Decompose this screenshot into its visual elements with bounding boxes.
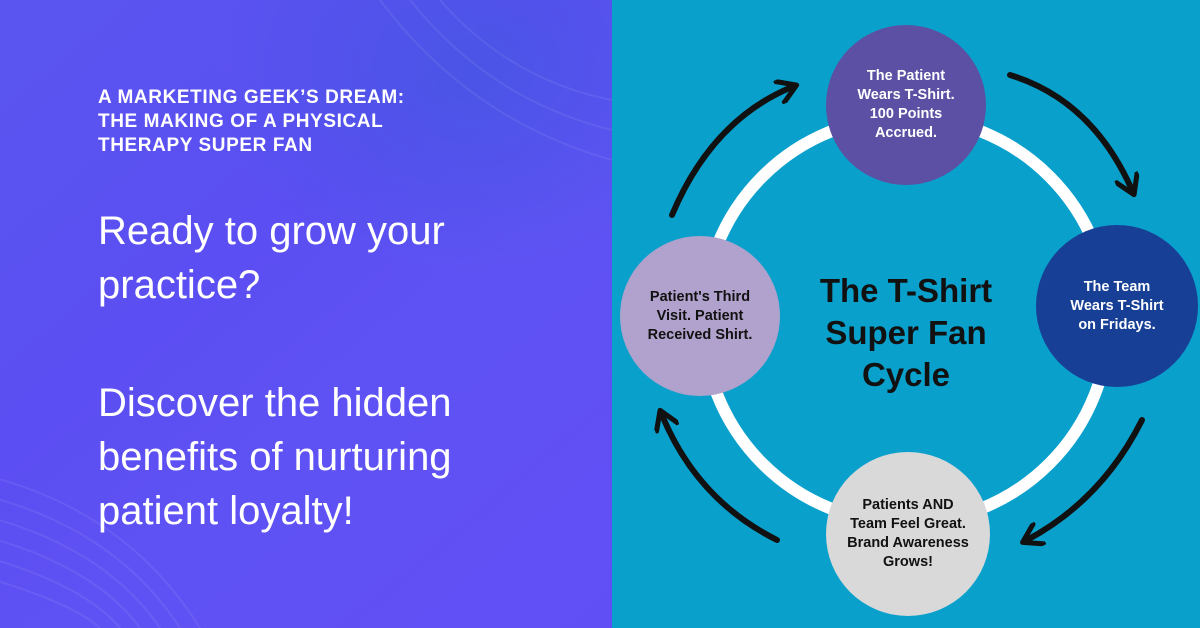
node-text-line: Received Shirt. <box>647 326 753 343</box>
node-text-line: Grows! <box>883 554 933 570</box>
eyebrow-line: A MARKETING GEEK’S DREAM: <box>98 87 405 108</box>
cycle-node-feel-great: Patients AND Team Feel Great. Brand Awar… <box>826 452 990 616</box>
cycle-title-line: The T-Shirt <box>819 272 993 309</box>
node-text-line: Patient's Third <box>649 288 751 305</box>
curved-arrow-icon <box>662 415 780 543</box>
cycle-diagram: The Patient Wears T-Shirt. 100 Points Ac… <box>612 0 1200 628</box>
cycle-title: The T-Shirt Super Fan Cycle <box>792 270 1020 396</box>
cycle-node-patient-wears-shirt: The Patient Wears T-Shirt. 100 Points Ac… <box>826 25 986 185</box>
node-text-line: on Fridays. <box>1078 316 1156 333</box>
promo-panel: A MARKETING GEEK’S DREAM: THE MAKING OF … <box>0 0 612 628</box>
cycle-title-line: Cycle <box>861 356 951 393</box>
node-text-line: Brand Awareness <box>847 535 969 551</box>
node-text-line: Patients AND <box>862 497 954 513</box>
node-text-line: 100 Points <box>869 106 943 122</box>
decorative-wave-lines <box>0 0 612 628</box>
cycle-node-team-wears-shirt: The Team Wears T-Shirt on Fridays. <box>1036 225 1198 387</box>
node-text-line: The Team <box>1083 278 1151 295</box>
background-glow <box>212 0 612 280</box>
node-text-line: The Patient <box>866 68 946 84</box>
curved-arrow-icon <box>1027 417 1145 540</box>
headline: Ready to grow your practice? <box>98 209 445 307</box>
cycle-node-third-visit: Patient's Third Visit. Patient Received … <box>620 236 780 396</box>
eyebrow-line: THERAPY SUPER FAN <box>98 135 313 156</box>
curved-arrow-icon <box>669 87 792 218</box>
node-text-line: Wears T-Shirt <box>1070 297 1164 314</box>
eyebrow-line: THE MAKING OF A PHYSICAL <box>98 111 384 132</box>
node-text-line: Team Feel Great. <box>850 516 966 532</box>
node-text-line: Wears T-Shirt. <box>857 87 955 103</box>
node-text-line: Visit. Patient <box>656 307 744 324</box>
curved-arrow-icon <box>1007 72 1132 190</box>
node-text-line: Accrued. <box>874 125 938 141</box>
body-copy: Discover the hidden benefits of nurturin… <box>98 381 452 533</box>
eyebrow-heading: A MARKETING GEEK’S DREAM: THE MAKING OF … <box>98 86 498 158</box>
cycle-title-line: Super Fan <box>825 314 987 351</box>
